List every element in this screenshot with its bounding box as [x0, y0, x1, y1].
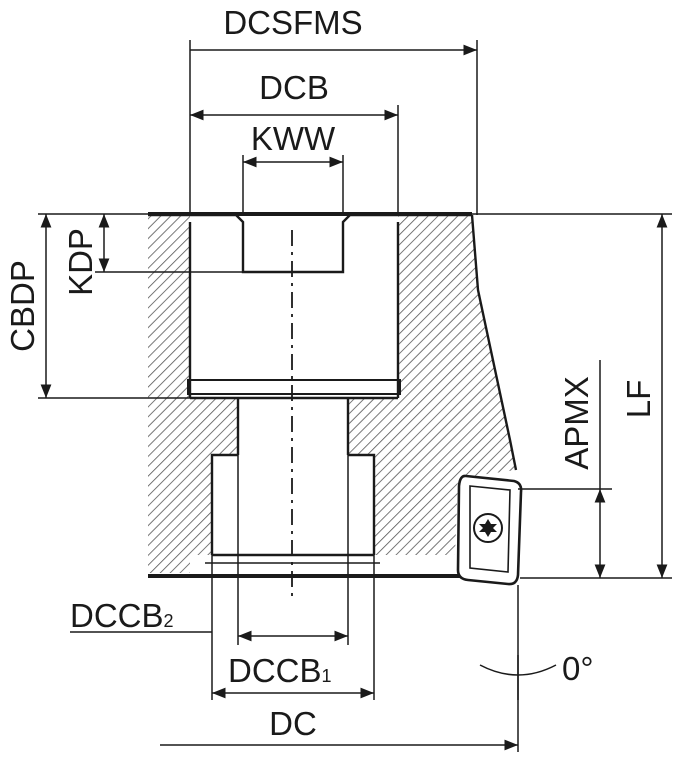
groove: [187, 379, 401, 395]
label-dcb: DCB: [259, 69, 329, 106]
left-wall-section: [148, 215, 190, 573]
dimension-labels: DCSFMS DCB KWW CBDP KDP APMX LF DCCB2 DC…: [4, 4, 657, 742]
top-face-outline: [148, 213, 472, 274]
label-kdp: KDP: [62, 228, 99, 296]
label-angle: 0°: [562, 650, 594, 687]
lower-left-section: [190, 398, 238, 555]
insert-inner-edge: [469, 485, 511, 573]
label-apmx: APMX: [558, 376, 595, 470]
label-dccb2: DCCB2: [70, 597, 174, 634]
insert: [456, 474, 523, 586]
label-cbdp: CBDP: [4, 260, 41, 352]
label-dccb1: DCCB1: [228, 652, 332, 689]
cutter-body: [148, 212, 518, 600]
right-wall-section: [398, 215, 516, 555]
label-dcsfms: DCSFMS: [223, 4, 362, 41]
outer-profile: [470, 214, 518, 471]
cb2-outline: [210, 453, 376, 555]
torx-star-icon: [479, 519, 497, 537]
lower-right-section: [348, 398, 398, 555]
label-lf: LF: [620, 380, 657, 419]
label-dc: DC: [269, 705, 317, 742]
label-kww: KWW: [251, 120, 336, 157]
